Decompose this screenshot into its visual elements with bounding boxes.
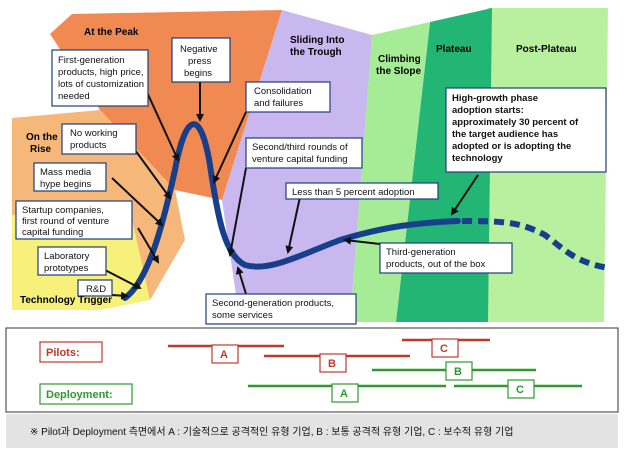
pilot-marker-a: A xyxy=(211,344,239,364)
callout-mass-media: Mass media hype begins xyxy=(33,162,107,192)
svg-text:C: C xyxy=(516,384,524,396)
footnote-text: ※ Pilot과 Deployment 측면에서 A : 기술적으로 공격적인 … xyxy=(30,425,513,438)
hype-curve-projection xyxy=(461,218,609,271)
svg-text:venture capital funding: venture capital funding xyxy=(252,154,348,165)
phase-label-peak: At the Peak xyxy=(84,27,139,38)
svg-text:First-generation: First-generation xyxy=(58,55,125,66)
svg-text:first round of venture: first round of venture xyxy=(22,216,109,227)
arrow-rd xyxy=(111,291,129,300)
svg-text:A: A xyxy=(220,349,228,361)
svg-text:Less than 5 percent adoption: Less than 5 percent adoption xyxy=(292,187,415,198)
svg-text:capital funding: capital funding xyxy=(22,227,83,238)
svg-text:adopted or is adopting the: adopted or is adopting the xyxy=(452,141,571,152)
svg-text:Startup companies,: Startup companies, xyxy=(22,205,104,216)
legend-pilots-label: Pilots: xyxy=(39,341,103,363)
svg-text:lots of customization: lots of customization xyxy=(58,79,144,90)
phase-label-slope-2: the Slope xyxy=(376,66,421,77)
phase-label-trigger: Technology Trigger xyxy=(20,295,112,306)
footnote-band xyxy=(6,414,618,448)
svg-text:Pilots:: Pilots: xyxy=(46,347,80,359)
callout-consolidation: Consolidation and failures xyxy=(245,81,331,113)
callout-no-working: No working products xyxy=(61,123,137,155)
callout-negative-press: Negative press begins xyxy=(171,37,231,83)
phase-label-post-plateau: Post-Plateau xyxy=(516,44,577,55)
arrow-noworking xyxy=(134,149,172,200)
callout-first-generation: First-generation products, high price, l… xyxy=(51,49,149,107)
svg-text:No working: No working xyxy=(70,128,118,139)
svg-text:begins: begins xyxy=(184,68,212,79)
arrow-consol xyxy=(212,111,247,184)
svg-text:needed: needed xyxy=(58,91,90,102)
callout-laboratory: Laboratory prototypes xyxy=(37,246,107,276)
svg-text:B: B xyxy=(454,366,462,378)
deploy-marker-c: C xyxy=(507,379,535,399)
arrow-thirdgen xyxy=(343,236,381,245)
band-slope xyxy=(350,22,430,322)
svg-text:C: C xyxy=(440,343,448,355)
callout-less-than-5: Less than 5 percent adoption xyxy=(285,182,439,200)
svg-text:Second-generation products,: Second-generation products, xyxy=(212,298,334,309)
phase-label-slope-1: Climbing xyxy=(378,54,421,65)
arrow-lessthan xyxy=(285,196,301,254)
svg-text:Consolidation: Consolidation xyxy=(254,86,312,97)
svg-text:technology: technology xyxy=(452,153,503,164)
callout-startup: Startup companies, first round of ventur… xyxy=(15,200,133,240)
phase-label-trough-2: the Trough xyxy=(290,47,342,58)
svg-text:Negative: Negative xyxy=(180,44,218,55)
svg-text:R&D: R&D xyxy=(86,284,106,295)
callout-rd: R&D xyxy=(77,279,113,297)
callout-third-generation: Third-generation products, out of the bo… xyxy=(379,242,513,274)
callout-high-growth: High-growth phase adoption starts: appro… xyxy=(445,87,607,173)
arrow-lab xyxy=(104,269,142,289)
phase-label-rise-2: Rise xyxy=(30,144,52,155)
callout-second-generation: Second-generation products, some service… xyxy=(205,293,357,325)
svg-text:approximately 30 percent of: approximately 30 percent of xyxy=(452,117,579,128)
arrow-mass xyxy=(111,177,164,227)
arrow-secondgen xyxy=(235,266,247,295)
phase-label-rise-1: On the xyxy=(26,132,58,143)
arrow-startup xyxy=(137,227,160,264)
phase-label-plateau: Plateau xyxy=(436,44,472,55)
callout-second-third-rounds: Second/third rounds of venture capital f… xyxy=(245,137,363,169)
phase-label-trough-1: Sliding Into xyxy=(290,35,344,46)
arrow-highgrowth xyxy=(450,174,479,216)
arrow-secondthird xyxy=(227,167,247,257)
pilot-marker-c: C xyxy=(431,338,459,358)
svg-text:products, out of the box: products, out of the box xyxy=(386,259,486,270)
deploy-marker-a: A xyxy=(331,383,359,403)
svg-text:A: A xyxy=(340,388,348,400)
svg-text:and failures: and failures xyxy=(254,98,303,109)
svg-text:adoption starts:: adoption starts: xyxy=(452,105,524,116)
svg-text:the target audience has: the target audience has xyxy=(452,129,558,140)
svg-text:press: press xyxy=(188,56,211,67)
svg-text:hype begins: hype begins xyxy=(40,179,91,190)
deploy-marker-b: B xyxy=(445,361,473,381)
svg-text:B: B xyxy=(328,358,336,370)
svg-text:some services: some services xyxy=(212,310,273,321)
svg-text:Second/third rounds of: Second/third rounds of xyxy=(252,142,348,153)
svg-text:prototypes: prototypes xyxy=(44,263,89,274)
svg-text:High-growth phase: High-growth phase xyxy=(452,93,538,104)
svg-text:products: products xyxy=(70,140,107,151)
svg-text:Third-generation: Third-generation xyxy=(386,247,456,258)
svg-text:products, high price,: products, high price, xyxy=(58,67,144,78)
svg-text:Laboratory: Laboratory xyxy=(44,251,90,262)
pilot-marker-b: B xyxy=(319,353,347,373)
legend-deployment-label: Deployment: xyxy=(39,383,133,405)
svg-text:Mass media: Mass media xyxy=(40,167,92,178)
arrow-firstgen xyxy=(145,89,180,162)
svg-text:Deployment:: Deployment: xyxy=(46,389,113,401)
